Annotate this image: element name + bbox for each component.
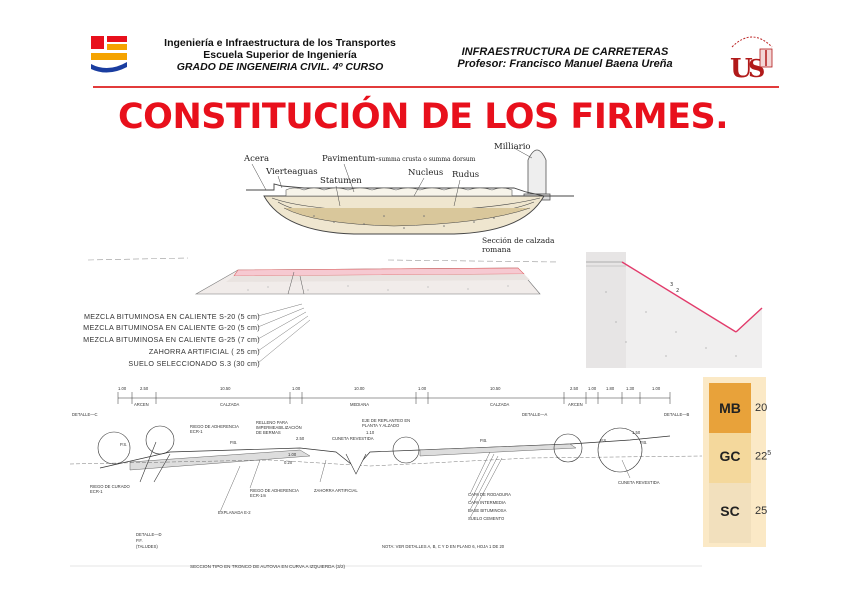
dim-5: 10.00 [354,386,365,391]
note-base-bituminosa: BASE BITUMINOSA [468,508,507,513]
dim-10: 1.80 [606,386,615,391]
header-school: Escuela Superior de Ingeniería [203,49,357,61]
note-ver-detalles: NOTA: VER DETALLES A, B, C Y D EN PLANO … [382,544,505,549]
dim-label-arcen: ARCEN [134,402,149,407]
layer-label-zahorra: ZAHORRA ARTIFICIAL ( 25 cm) [148,347,260,356]
header-dept: Ingeniería e Infraestructura de los Tran… [164,37,396,49]
page-title: CONSTITUCIÓN DE LOS FIRMES. [118,97,729,137]
note-suelo-cemento: SUELO CEMENTO [468,516,505,521]
legend-code-gc: GC [719,448,741,464]
layer-label-g20: MEZCLA BITUMINOSA EN CALIENTE G-20 (5 cm… [83,323,260,332]
header-degree: GRADO DE INGENEIRIA CIVIL. 4º CURSO [176,61,384,73]
label-nucleus: Nucleus [408,168,444,178]
slope-label-3: P.B. [480,438,488,443]
note-left-2: P.F. [136,538,143,543]
layer-label-g25: MEZCLA BITUMINOSA EN CALIENTE G-25 (7 cm… [83,335,260,344]
dim-11: 1.30 [626,386,635,391]
dim-label-arcen-2: ARCEN [568,402,583,407]
note-cuneta-1: CUNETA REVESTIDA [332,436,374,441]
small-dim-3: 1.10 [366,430,375,435]
layer-label-s20: MEZCLA BITUMINOSA EN CALIENTE S-20 (5 cm… [83,312,260,321]
note-cuneta-2: CUNETA REVESTIDA [618,480,660,485]
legend-value-sc: 25 [755,505,768,517]
note-explanada: EXPLANADA E-2 [218,510,251,515]
note-riego-adherencia: RIEGO DE ADHERENCIA ECR-1 [190,424,239,434]
dim-4: 1.00 [292,386,301,391]
legend-value-mb: 20 [755,402,768,414]
university-seal-icon: U S [726,31,778,84]
label-acera: Acera [244,154,270,164]
dim-12: 1.00 [652,386,661,391]
dim-8: 2.50 [570,386,579,391]
legend-code-mb: MB [719,400,741,416]
note-left-3: (TALUDES) [136,544,158,549]
label-statumen: Statumen [320,176,362,186]
embankment-figure: 3 2 [586,252,766,368]
header-course: INFRAESTRUCTURA DE CARRETERAS [461,46,669,58]
dim-2: 2.50 [140,386,149,391]
pavement-legend: MB 20 GC 225 SC 25 [703,377,771,547]
header-rule [93,86,779,88]
dim-6: 1.00 [418,386,427,391]
small-dim-2: 1.00 [288,452,297,457]
note-detalle-a: DETALLE—A [522,412,548,417]
slope-label-5: P.B. [640,440,648,445]
label-vierteaguas: Vierteaguas [266,167,318,177]
layer-leaders [257,303,311,364]
slope-label-2: P.B. [230,440,238,445]
small-dim-5: 1.50 [632,430,641,435]
small-dim-4: 2.50 [296,436,305,441]
roman-road-figure: Milliario Acera Vierteaguas Pavimentum-s… [244,136,576,254]
legend-value-gc: 225 [755,450,772,463]
dim-label-calzada: CALZADA [220,402,240,407]
legend-code-sc: SC [720,503,740,519]
dim-label-mediana: MEDIANA [350,402,370,407]
note-riego-adherencia-2: RIEGO DE ADHERENCIA ECR-1m [250,488,299,498]
label-pavimentum: Pavimentum-summa crusta o summa dorsum [322,154,476,164]
small-dim-1: 0.20 [284,460,293,465]
note-detalle-b: DETALLE—B [664,412,690,417]
note-riego-curado: RIEGO DE CURADO ECR-1 [90,484,130,494]
note-capa-intermedia: CAPA INTERMEDIA [468,500,506,505]
dim-label-calzada-2: CALZADA [490,402,510,407]
legend-swatch-gc [709,433,751,483]
header-right: INFRAESTRUCTURA DE CARRETERAS Profesor: … [445,46,685,70]
dim-1: 1.00 [118,386,127,391]
dim-9: 1.00 [588,386,597,391]
dim-7: 10.50 [490,386,501,391]
svg-text:2: 2 [676,288,679,294]
note-capa-rodadura: CAPA DE RODADURA [468,492,511,497]
legend-swatch-sc [709,483,751,543]
layer-label-suelo: SUELO SELECCIONADO S.3 (30 cm) [128,359,260,368]
svg-text:3: 3 [670,282,673,288]
modern-road-figure [87,254,559,306]
note-detalle-c: DETALLE—C [72,412,98,417]
legend-swatch-mb [709,383,751,433]
note-zahorra: ZAHORRA ARTIFICIAL [314,488,358,493]
highway-cross-section: 1.00 2.50 10.50 1.00 10.00 1.00 10.50 2.… [69,382,703,572]
svg-text:U: U [730,54,753,81]
note-relleno: RELLENO PARA IMPERMEABILIZACIÓN DE BERMA… [256,420,302,435]
caption-roman-road: Sección de calzada romana [482,236,555,254]
header-left: Ingeniería e Infraestructura de los Tran… [150,37,410,73]
label-rudus: Rudus [452,170,480,180]
note-left-1: DETALLE—D [136,532,162,537]
header-professor: Profesor: Francisco Manuel Baena Ureña [457,58,673,70]
esi-logo [88,33,130,75]
slope-label-1: P.S. [120,442,128,447]
dim-3: 10.50 [220,386,231,391]
caption-cross-section: SECCION TIPO EN TRONCO DE AUTOVIA EN CUR… [190,564,346,569]
label-milliario: Milliario [494,142,531,152]
note-eje-replanteo: EJE DE REPLANTEO EN PLANTA Y ALZADO [362,418,411,428]
slope-label-4: P.S. [600,438,608,443]
